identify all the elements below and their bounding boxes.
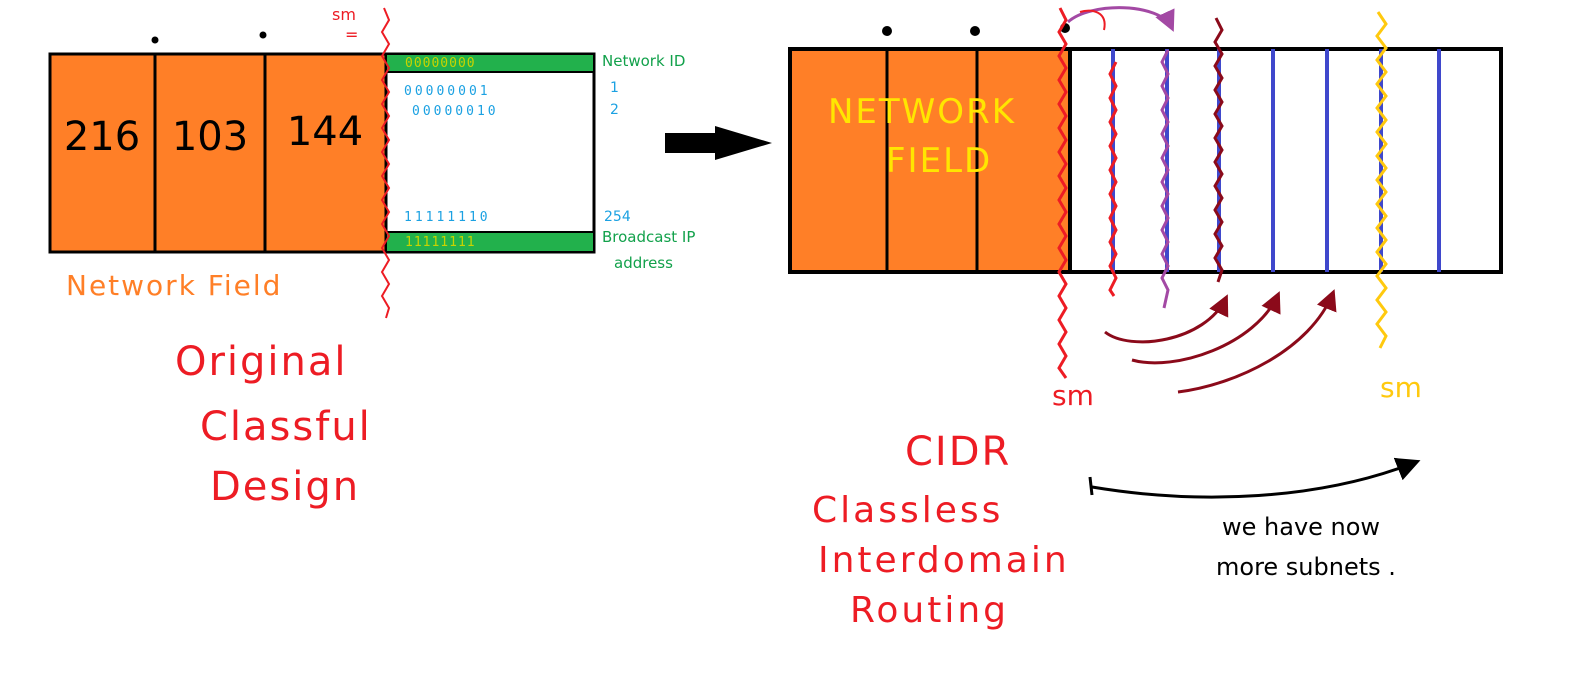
subnet-arrow-3 xyxy=(1177,289,1337,394)
octet-1-value: 216 xyxy=(64,114,140,160)
network-id-bits: 00000000 xyxy=(405,56,476,71)
caption-classful: Classful xyxy=(200,404,372,450)
network-id-label: Network ID xyxy=(602,52,685,70)
arrow-shaft xyxy=(665,133,720,153)
note-line-2: more subnets . xyxy=(1216,553,1396,581)
sm-squiggle-red-main xyxy=(1057,7,1068,379)
classful-address-diagram: 216 103 144 00000000 11111111 00000001 0… xyxy=(48,5,695,510)
subnet-arrow-2 xyxy=(1131,291,1281,365)
cidr-network-field xyxy=(788,47,1072,274)
sm-squiggle-yellow xyxy=(1375,11,1388,349)
network-field-title-line2: FIELD xyxy=(886,141,992,181)
host-2-label: 2 xyxy=(610,102,619,118)
range-arrow-tick xyxy=(1088,476,1094,496)
shift-arrow-purple xyxy=(1066,6,1175,32)
host-bits-row-254: 11111110 xyxy=(404,210,491,225)
dot-separator xyxy=(151,36,159,44)
dot-separator xyxy=(970,26,980,36)
cidr-routing: Routing xyxy=(850,590,1009,631)
host-1-label: 1 xyxy=(610,80,619,96)
sm-marker-label: sm xyxy=(332,5,356,24)
sm-equals-mark: = xyxy=(345,25,358,44)
network-field-title-line1: NETWORK xyxy=(828,92,1016,132)
host-254-label: 254 xyxy=(604,209,631,225)
host-bits-row-1: 00000001 xyxy=(404,84,491,99)
cidr-address-diagram: NETWORK FIELD sm sm CIDR Clas xyxy=(788,6,1503,631)
network-field-label: Network Field xyxy=(66,269,282,302)
sm-squiggle-purple xyxy=(1160,49,1170,309)
octet-2-value: 103 xyxy=(172,114,248,160)
sm-label-red: sm xyxy=(1052,379,1094,412)
broadcast-label-line1: Broadcast IP xyxy=(602,228,695,246)
cidr-classless: Classless xyxy=(812,490,1003,531)
cidr-interdomain: Interdomain xyxy=(818,540,1070,581)
caption-design: Design xyxy=(210,464,360,510)
subnet-arrow-1 xyxy=(1104,294,1229,344)
dot-separator xyxy=(882,26,892,36)
subnet-mask-squiggle xyxy=(380,7,391,319)
octet-3-value: 144 xyxy=(287,109,363,155)
arrow-head xyxy=(715,126,772,160)
broadcast-bits: 11111111 xyxy=(405,235,476,250)
sm-label-yellow: sm xyxy=(1380,371,1422,404)
sm-squiggle-red-second xyxy=(1108,61,1118,297)
caption-original: Original xyxy=(175,339,348,385)
sm-squiggle-dark-red xyxy=(1213,17,1224,283)
cidr-title: CIDR xyxy=(905,429,1011,475)
network-field-block xyxy=(48,52,388,254)
transition-arrow xyxy=(665,126,772,160)
shift-arrow-red-small xyxy=(1079,9,1106,31)
host-bits-row-2: 00000010 xyxy=(412,104,499,119)
broadcast-label-line2: address xyxy=(614,254,673,272)
range-arrow xyxy=(1091,457,1421,499)
note-line-1: we have now xyxy=(1222,513,1380,541)
dot-separator xyxy=(259,31,267,39)
